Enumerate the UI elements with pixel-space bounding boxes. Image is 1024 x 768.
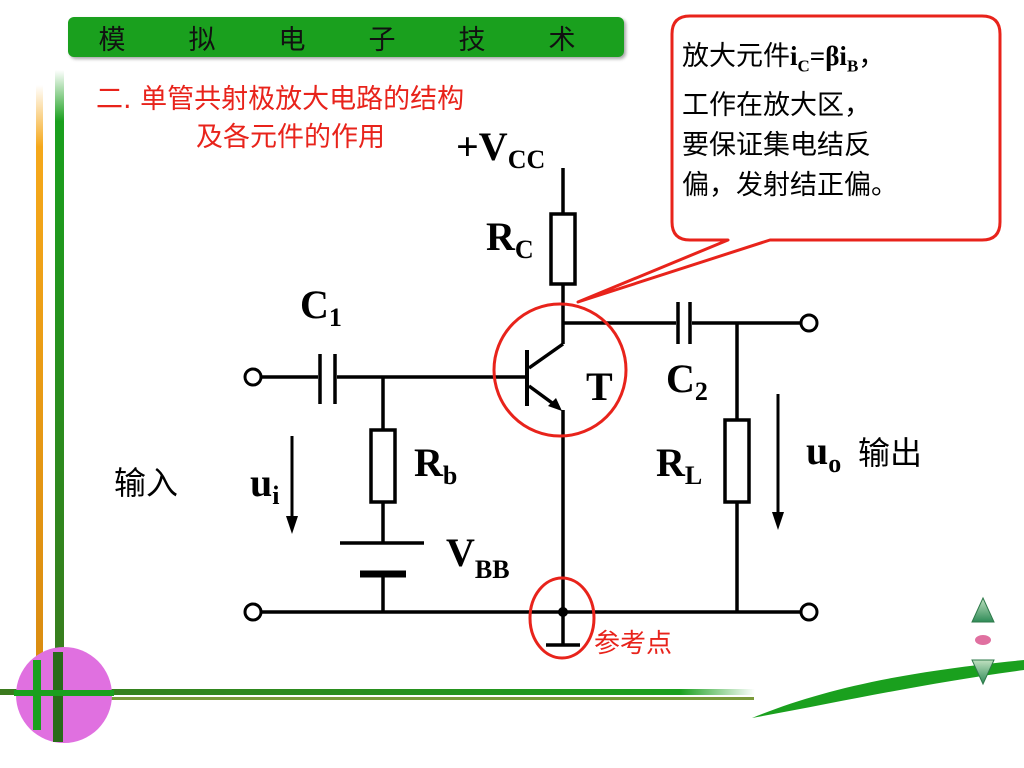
- label-t: T: [586, 364, 613, 409]
- callout-prefix: 放大元件: [682, 41, 790, 72]
- callout-formula: iC=βiB: [790, 41, 858, 75]
- label-reference: 参考点: [594, 629, 672, 659]
- slide-title: 模 拟 电 子 技 术: [98, 24, 594, 56]
- nav-up-icon[interactable]: [971, 596, 995, 623]
- label-c1: C1: [300, 282, 342, 332]
- label-uo: uo: [806, 428, 841, 478]
- resistor-rc: [549, 212, 577, 286]
- arrow-uo-head: [772, 512, 784, 530]
- nav-down-icon[interactable]: [971, 659, 995, 686]
- deco-circle-hbar: [14, 690, 114, 696]
- deco-green-bar: [55, 70, 64, 710]
- section-heading-line2: 及各元件的作用: [196, 122, 385, 153]
- title-bar: 模 拟 电 子 技 术: [68, 17, 624, 57]
- resistor-rl: [723, 418, 751, 504]
- label-vcc: +VCC: [456, 124, 545, 174]
- label-input: 输入: [114, 464, 178, 502]
- deco-bottom-olive-bar: [64, 697, 754, 700]
- nav-dot-icon[interactable]: [975, 635, 991, 645]
- transistor-highlight-circle: [492, 302, 628, 438]
- transistor-emitter-arrow: [548, 398, 562, 411]
- deco-circle-bar-2: [53, 652, 63, 742]
- ground-junction-dot: [558, 607, 568, 617]
- formula-sub-b: B: [846, 56, 859, 76]
- formula-beta: β: [825, 41, 840, 71]
- terminal-input-bottom: [243, 602, 263, 622]
- formula-eq: =: [809, 41, 826, 71]
- deco-swoosh: [752, 660, 1024, 718]
- label-ui: ui: [250, 460, 279, 510]
- terminal-output-bottom: [799, 602, 819, 622]
- label-c2: C2: [666, 356, 708, 406]
- callout-line4: 偏，发射结正偏。: [682, 170, 898, 202]
- label-rb: Rb: [414, 440, 457, 490]
- callout-line1: 放大元件iC=βiB，: [682, 36, 982, 86]
- arrow-ui-head: [286, 516, 298, 534]
- formula-ic: i: [790, 41, 798, 71]
- label-vbb: VBB: [446, 530, 510, 584]
- reference-highlight-ellipse: [528, 576, 596, 660]
- callout-text: 放大元件iC=βiB， 工作在放大区， 要保证集电结反 偏，发射结正偏。: [682, 36, 982, 206]
- callout-line3: 要保证集电结反: [682, 130, 871, 162]
- formula-comma: ，: [858, 41, 886, 72]
- callout-line2: 工作在放大区，: [682, 90, 871, 122]
- formula-ib: i: [839, 41, 847, 71]
- section-heading-line1: 二. 单管共射极放大电路的结构: [96, 84, 465, 115]
- formula-sub-c: C: [797, 56, 810, 76]
- resistor-rb: [369, 428, 397, 504]
- label-rc: RC: [486, 214, 534, 264]
- deco-orange-bar: [36, 85, 43, 705]
- label-output: 输出: [858, 434, 922, 472]
- terminal-input-top: [243, 367, 263, 387]
- transistor-collector: [527, 342, 565, 370]
- terminal-output-top: [799, 313, 819, 333]
- label-rl: RL: [656, 440, 702, 490]
- deco-bottom-green-bar: [0, 689, 755, 695]
